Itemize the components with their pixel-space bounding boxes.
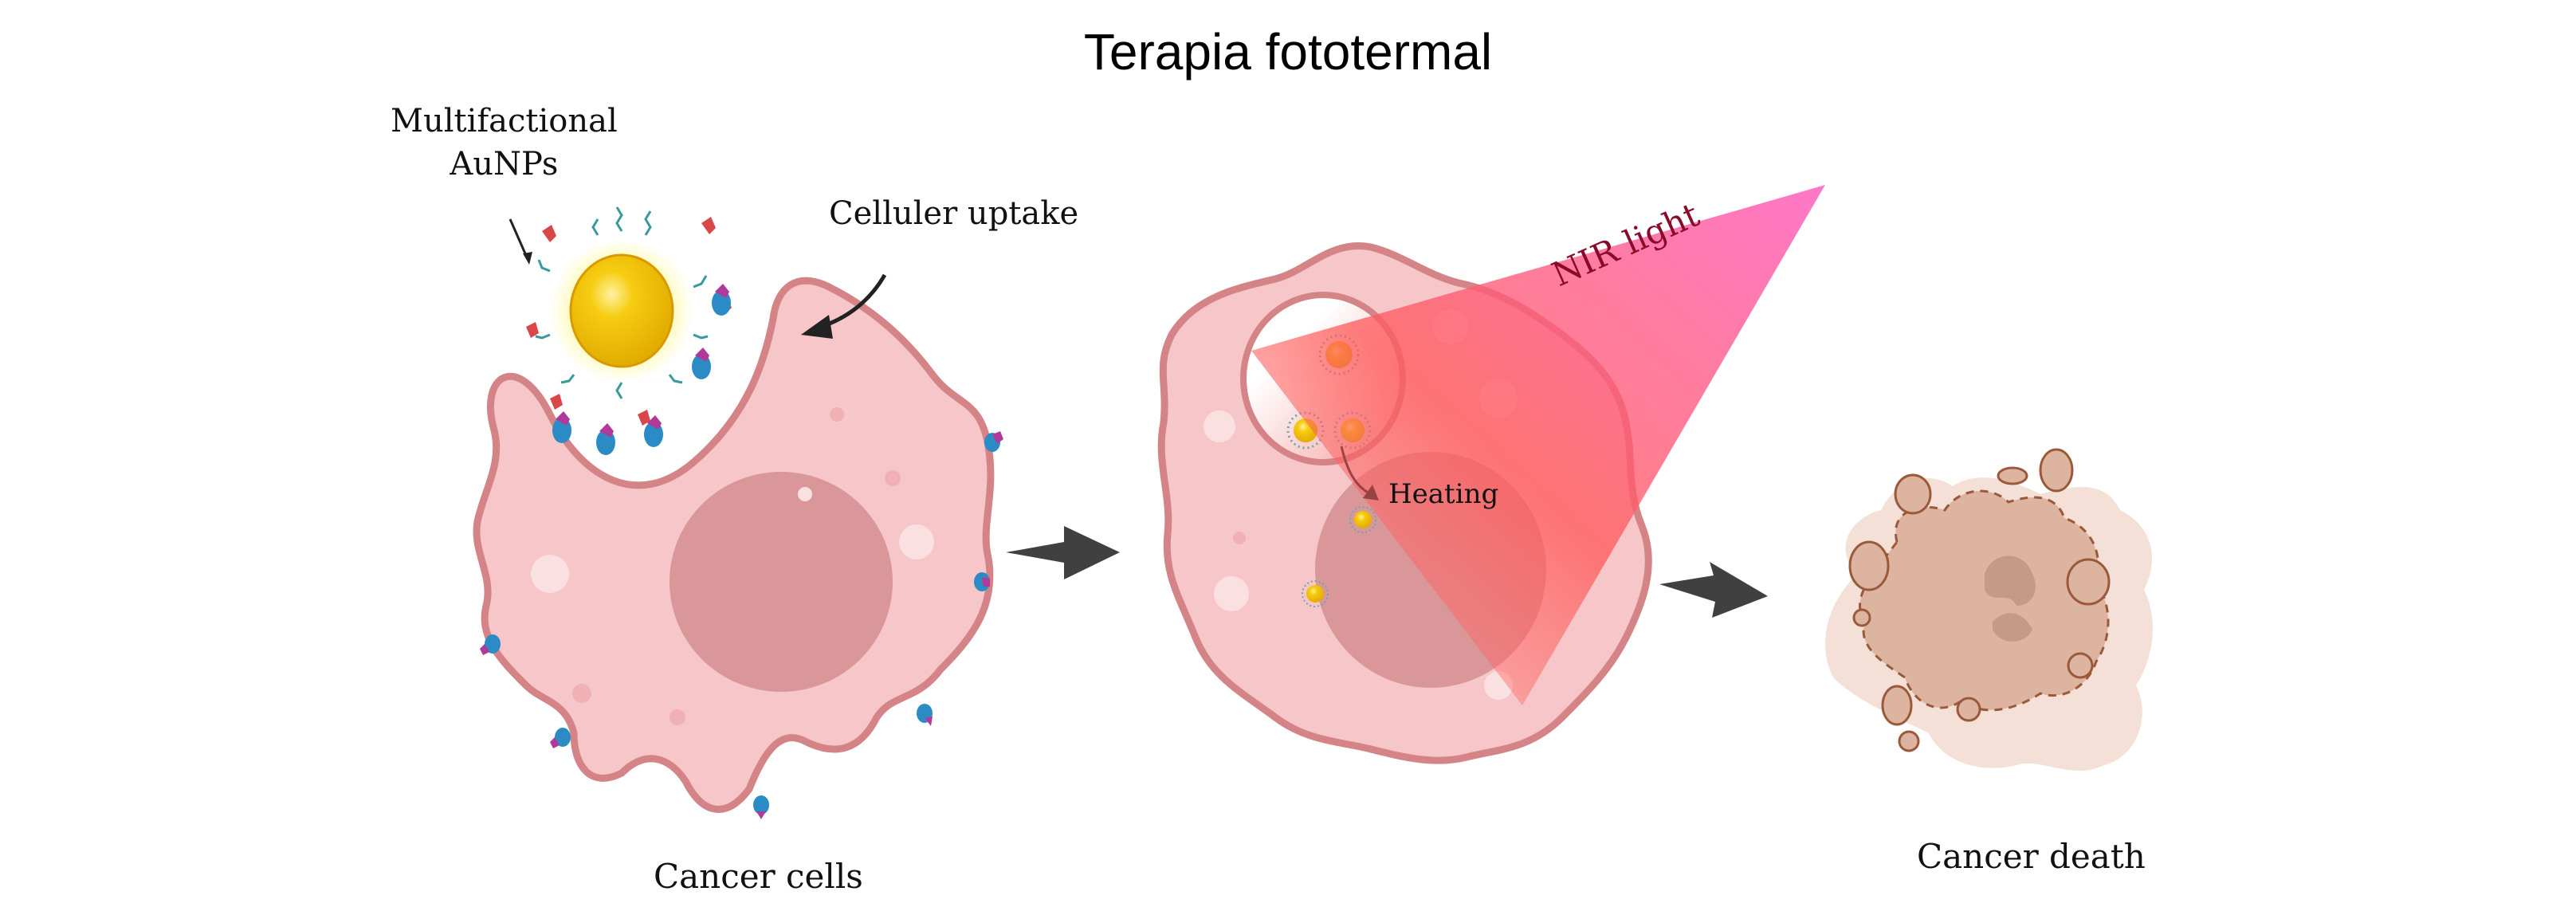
heating-label: Heating	[1388, 478, 1499, 510]
receptors	[480, 284, 1003, 819]
vesicle	[1204, 410, 1235, 442]
stage1-label: Cancer cells	[654, 857, 863, 896]
gold-core	[569, 253, 674, 368]
uptake-label: Celluler uptake	[829, 195, 1079, 232]
arrowhead	[523, 252, 532, 265]
nanoparticle-label-line2: AuNPs	[450, 146, 559, 183]
nanoparticle-label-line1: Multifactional	[391, 103, 618, 139]
apoptotic-bodies	[1848, 448, 2111, 752]
dead-cancer-cell	[1825, 448, 2153, 772]
stage-arrow-2	[1659, 562, 1768, 618]
nucleus	[670, 472, 893, 692]
fragmented-nucleus	[1985, 556, 2036, 642]
stage-arrow-1	[1006, 526, 1120, 579]
vesicle	[1214, 576, 1249, 611]
vesicle	[899, 524, 934, 560]
nanoparticle-pointer-arrow	[509, 218, 529, 260]
ligand-chains	[535, 206, 709, 399]
vesicle	[1233, 532, 1246, 544]
cancer-cell-stage1	[473, 277, 995, 813]
arrowhead	[801, 315, 833, 339]
nanoparticle-label: Multifactional AuNPs	[391, 100, 618, 186]
vesicle	[572, 684, 591, 703]
stage3-label: Cancer death	[1917, 837, 2146, 876]
vesicle	[531, 555, 569, 593]
fragmented-membrane	[1859, 489, 2110, 712]
vesicle	[830, 407, 844, 422]
vesicle	[798, 487, 812, 501]
nir-laser-beam	[1251, 185, 1825, 705]
diagram-title: Terapia fototermal	[1083, 23, 1493, 80]
vesicle	[885, 470, 901, 486]
gold-nanoparticle	[526, 206, 732, 426]
vesicle	[670, 709, 685, 725]
